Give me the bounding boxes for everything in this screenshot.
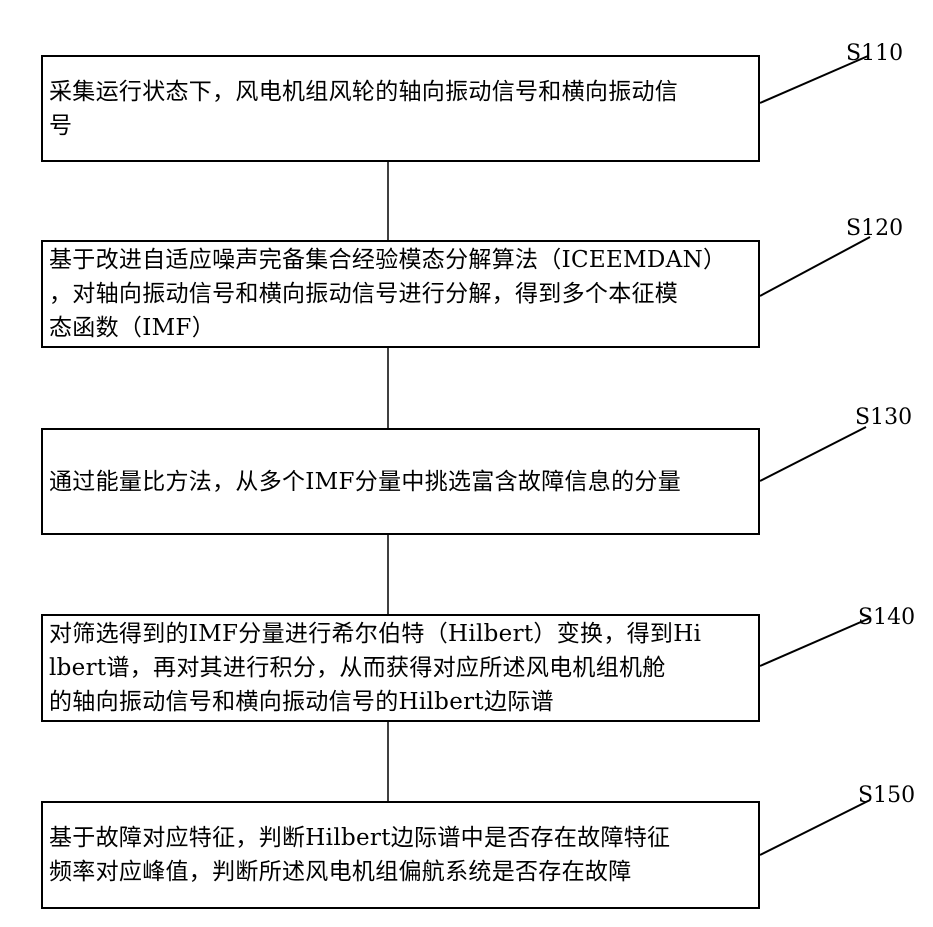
leader-line-s140	[760, 618, 870, 666]
step-box-s150: 基于故障对应特征，判断Hilbert边际谱中是否存在故障特征 频率对应峰值，判断…	[41, 801, 760, 909]
step-text-s120: 基于改进自适应噪声完备集合经验模态分解算法（ICEEMDAN） ，对轴向振动信号…	[49, 243, 726, 345]
step-label-s110: S110	[846, 42, 903, 66]
leader-line-s120	[760, 237, 870, 296]
step-text-s130: 通过能量比方法，从多个IMF分量中挑选富含故障信息的分量	[49, 465, 681, 499]
step-label-s150: S150	[858, 784, 915, 808]
leader-line-s150	[760, 800, 870, 855]
leader-line-s130	[760, 427, 866, 481]
step-text-s140: 对筛选得到的IMF分量进行希尔伯特（Hilbert）变换，得到Hi lbert谱…	[49, 617, 701, 719]
step-box-s130: 通过能量比方法，从多个IMF分量中挑选富含故障信息的分量	[41, 428, 760, 535]
step-text-s150: 基于故障对应特征，判断Hilbert边际谱中是否存在故障特征 频率对应峰值，判断…	[49, 821, 670, 889]
step-box-s140: 对筛选得到的IMF分量进行希尔伯特（Hilbert）变换，得到Hi lbert谱…	[41, 614, 760, 722]
step-box-s120: 基于改进自适应噪声完备集合经验模态分解算法（ICEEMDAN） ，对轴向振动信号…	[41, 240, 760, 348]
step-label-s130: S130	[855, 406, 912, 430]
step-label-s120: S120	[846, 217, 903, 241]
step-label-s140: S140	[858, 606, 915, 630]
step-text-s110: 采集运行状态下，风电机组风轮的轴向振动信号和横向振动信 号	[49, 75, 678, 143]
step-box-s110: 采集运行状态下，风电机组风轮的轴向振动信号和横向振动信 号	[41, 55, 760, 162]
